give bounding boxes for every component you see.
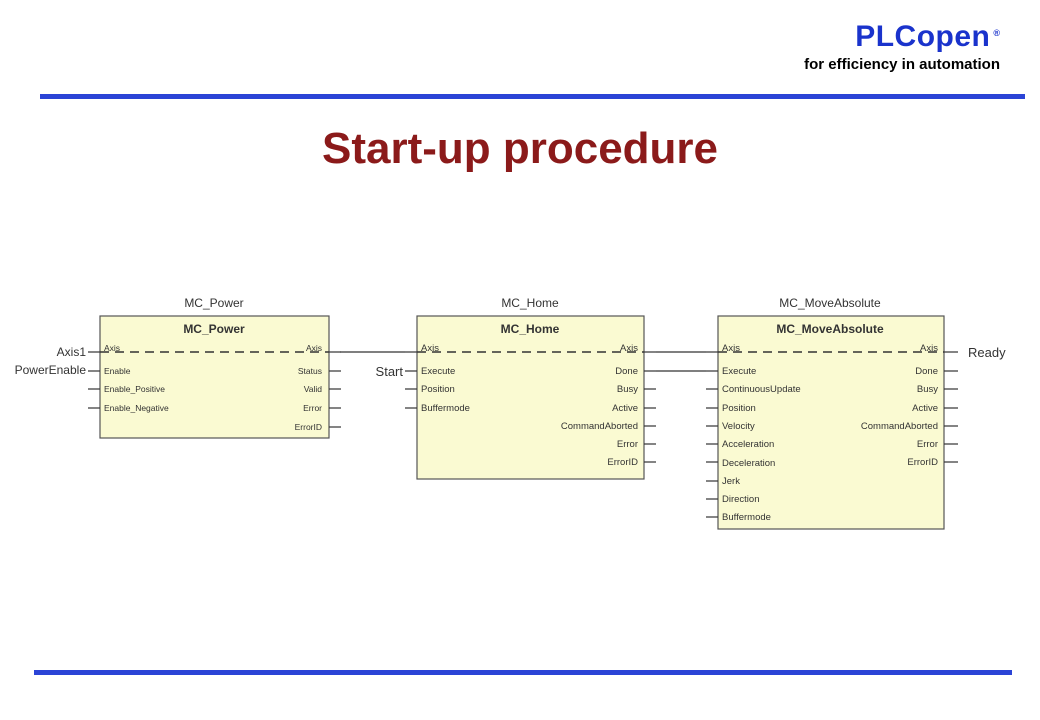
output-pin-label: ErrorID <box>907 457 938 468</box>
brand-tagline: for efficiency in automation <box>804 56 1000 73</box>
mc-home-inputs: Axis Execute Position Buffermode <box>405 343 470 414</box>
brand-name-line: PLCopen® <box>804 20 1000 54</box>
input-pin-label: Execute <box>421 366 455 377</box>
output-pin-label: Error <box>617 439 638 450</box>
mc-home-instance-label: MC_Home <box>501 296 559 310</box>
brand-logo: PLCopen® for efficiency in automation <box>804 20 1000 73</box>
axis1-signal-label: Axis1 <box>57 345 87 359</box>
output-pin-label: CommandAborted <box>561 421 638 432</box>
mc-home-block: MC_Home MC_Home Axis Execute Position Bu… <box>405 296 656 480</box>
input-pin-label: Enable <box>104 366 131 376</box>
input-pin-label: Axis <box>104 343 120 353</box>
mc-home-body <box>416 315 645 480</box>
mc-moveabsolute-outputs: Axis Done Busy Active CommandAborted Err… <box>861 343 958 468</box>
input-pin-label: Direction <box>722 494 760 505</box>
registered-mark: ® <box>993 28 1000 38</box>
output-pin-label: ErrorID <box>295 422 322 432</box>
bottom-divider <box>34 670 1012 675</box>
input-pin-label: Buffermode <box>722 512 771 523</box>
output-pin-label: Valid <box>304 384 323 394</box>
output-pin-label: Axis <box>920 343 938 354</box>
mc-power-block: MC_Power MC_Power Axis Enable Enable_Pos… <box>88 296 341 439</box>
output-pin-label: Axis <box>306 343 322 353</box>
input-pin-label: Axis <box>421 343 439 354</box>
mc-power-inputs: Axis Enable Enable_Positive Enable_Negat… <box>88 343 169 413</box>
output-pin-label: Active <box>612 403 638 414</box>
mc-moveabsolute-inputs: Axis Execute ContinuousUpdate Position V… <box>706 343 801 523</box>
input-pin-label: Execute <box>722 366 756 377</box>
input-pin-label: ContinuousUpdate <box>722 384 801 395</box>
output-pin-label: Error <box>917 439 938 450</box>
input-pin-label: Enable_Negative <box>104 403 169 413</box>
output-pin-label: ErrorID <box>607 457 638 468</box>
mc-power-instance-label: MC_Power <box>184 296 243 310</box>
mc-power-type-label: MC_Power <box>183 322 245 336</box>
output-pin-label: Error <box>303 403 322 413</box>
power-enable-signal-label: PowerEnable <box>15 363 87 377</box>
ready-signal-label: Ready <box>968 345 1006 360</box>
input-pin-label: Velocity <box>722 421 755 432</box>
output-pin-label: CommandAborted <box>861 421 938 432</box>
input-pin-label: Position <box>722 403 756 414</box>
output-pin-label: Done <box>915 366 938 377</box>
output-pin-label: Busy <box>917 384 938 395</box>
input-pin-label: Acceleration <box>722 439 774 450</box>
mc-power-outputs: Axis Status Valid Error ErrorID <box>295 343 341 432</box>
mc-home-type-label: MC_Home <box>501 322 560 336</box>
mc-moveabsolute-type-label: MC_MoveAbsolute <box>776 322 884 336</box>
brand-name: PLCopen <box>855 20 991 53</box>
input-pin-label: Axis <box>722 343 740 354</box>
input-pin-label: Position <box>421 384 455 395</box>
output-pin-label: Active <box>912 403 938 414</box>
input-pin-label: Deceleration <box>722 458 775 469</box>
top-divider <box>40 94 1025 99</box>
output-pin-label: Busy <box>617 384 638 395</box>
output-pin-label: Status <box>298 366 322 376</box>
output-pin-label: Axis <box>620 343 638 354</box>
mc-home-outputs: Axis Done Busy Active CommandAborted Err… <box>561 343 656 468</box>
start-signal-label: Start <box>376 364 404 379</box>
mc-power-body <box>99 315 330 439</box>
mc-moveabsolute-block: MC_MoveAbsolute MC_MoveAbsolute Axis Exe… <box>706 296 958 530</box>
slide-title: Start-up procedure <box>321 124 719 173</box>
output-pin-label: Done <box>615 366 638 377</box>
mc-moveabsolute-instance-label: MC_MoveAbsolute <box>779 296 881 310</box>
input-pin-label: Enable_Positive <box>104 384 165 394</box>
input-pin-label: Buffermode <box>421 403 470 414</box>
input-pin-label: Jerk <box>722 476 740 487</box>
